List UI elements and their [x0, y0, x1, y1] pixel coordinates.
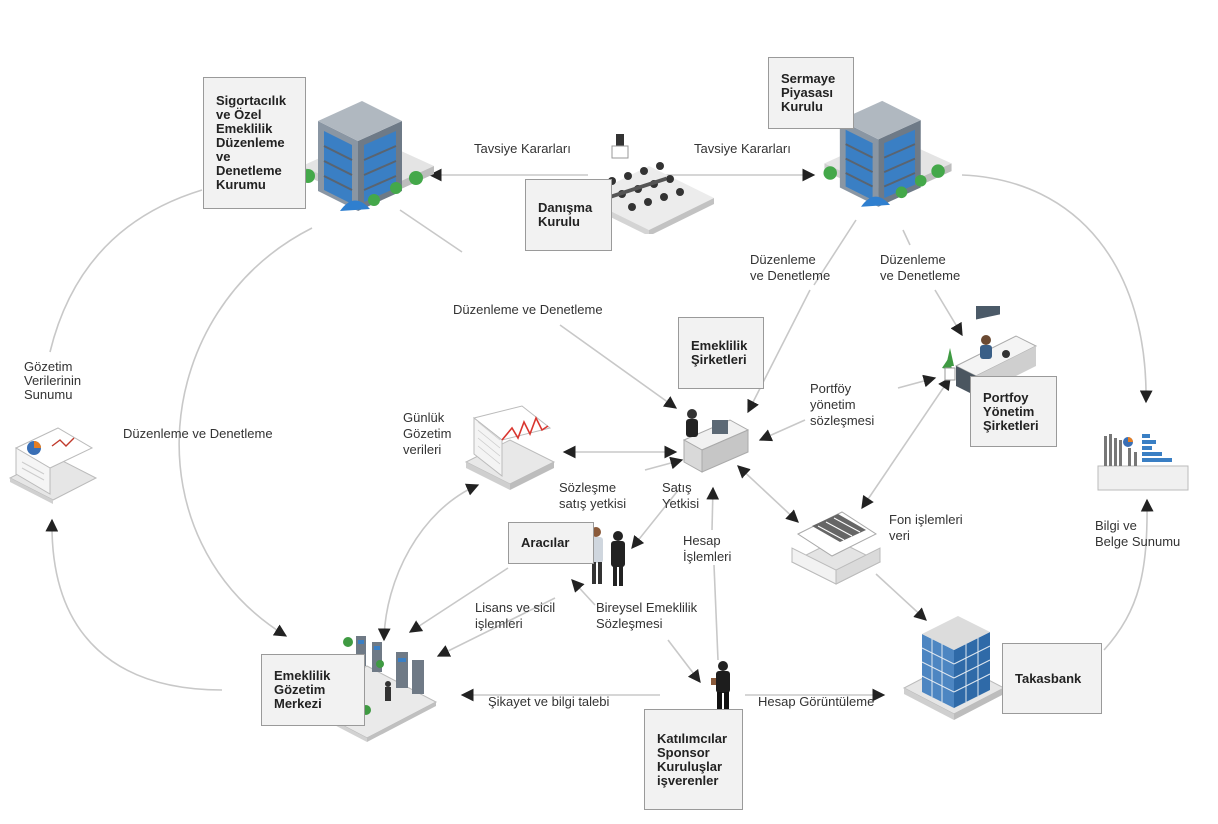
office-building-icon — [301, 101, 434, 211]
arrow-fon-takasbank — [875, 573, 927, 621]
node-takasbank: Takasbank — [1002, 643, 1102, 714]
node-katilimcilar: Katılımcılar Sponsor Kuruluşlar işverenl… — [644, 709, 743, 810]
label-bireysel: Bireysel Emeklilik Sözleşmesi — [596, 600, 698, 631]
label-tavsiye-right: Tavsiye Kararları — [694, 141, 791, 156]
node-egm: Emeklilik Gözetim Merkezi — [261, 654, 365, 726]
arrow-spk-portfoy — [902, 229, 962, 335]
arrow-gunluk-egm — [377, 483, 480, 642]
label-duzenleme-spk-right: Düzenleme ve Denetleme — [880, 252, 961, 283]
line-hesap-islemleri — [713, 564, 719, 661]
arrow-satis-yetkisi — [631, 487, 681, 549]
node-portfoy-label: Portfoy Yönetim Şirketleri — [983, 389, 1039, 433]
glass-tower-icon — [902, 616, 1006, 720]
arrow-hesap-islemleri — [706, 486, 720, 531]
arrow-emeklilik-fon — [737, 465, 799, 523]
label-portfoy-sozlesme: Portföy yönetim sözleşmesi — [810, 381, 875, 428]
node-danisma: Danışma Kurulu — [525, 179, 612, 251]
chart-document-icon — [464, 405, 556, 490]
node-aracilar: Aracılar — [508, 522, 594, 564]
arrow-portfoy-emeklilik — [758, 419, 806, 442]
node-aracilar-label: Aracılar — [521, 535, 570, 550]
label-gunluk: Günlük Gözetim verileri — [403, 410, 452, 457]
label-hesap-goruntuleme: Hesap Görüntüleme — [758, 694, 875, 709]
conference-room-icon — [584, 134, 714, 234]
line-portfoy-sozlesme — [897, 374, 937, 389]
label-hesap-islemleri: Hesap İşlemleri — [683, 533, 732, 564]
label-sikayet: Şikayet ve bilgi talebi — [488, 694, 610, 709]
label-sozlesme-satis: Sözleşme satış yetkisi — [559, 480, 627, 511]
node-emeklilik-sirketleri: Emeklilik Şirketleri — [678, 317, 764, 389]
arrow-takasbank-bilgi — [1103, 498, 1154, 651]
node-takasbank-label: Takasbank — [1015, 670, 1082, 686]
line-outer-left — [49, 189, 203, 353]
arrow-sedk-emeklilik — [399, 209, 676, 408]
node-sedk-label: Sigortacılık ve Özel Emeklilik Düzenleme… — [216, 93, 287, 192]
node-danisma-label: Danışma Kurulu — [538, 200, 593, 229]
arrow-sedk-egm — [178, 227, 313, 637]
node-spk: Sermaye Piyasası Kurulu — [768, 57, 854, 129]
node-katilimcilar-label: Katılımcılar Sponsor Kuruluşlar işverenl… — [657, 730, 728, 788]
label-duzenleme-spk-left: Düzenleme ve Denetleme — [750, 252, 831, 283]
label-duzenleme-left: Düzenleme ve Denetleme — [123, 426, 273, 441]
node-egm-label: Emeklilik Gözetim Merkezi — [274, 668, 331, 711]
arrow-spk-emeklilik — [748, 219, 857, 412]
businessman-icon — [711, 661, 730, 710]
arrow-bireysel-aracilar — [571, 579, 596, 606]
document-stack-icon — [790, 511, 882, 585]
node-spk-label: Sermaye Piyasası Kurulu — [781, 71, 836, 114]
label-lisans: Lisans ve sicil işlemleri — [475, 600, 556, 631]
line-sozlesme-satis — [644, 456, 684, 471]
node-emeklilik-sirketleri-label: Emeklilik Şirketleri — [691, 338, 748, 367]
bar-report-icon — [1097, 434, 1189, 491]
label-duzenleme-center: Düzenleme ve Denetleme — [453, 302, 603, 317]
node-sedk: Sigortacılık ve Özel Emeklilik Düzenleme… — [203, 77, 306, 209]
office-worker-desk-icon — [682, 409, 750, 473]
arrow-egm-gozetim — [45, 518, 223, 691]
arrow-portfoy-fon — [861, 376, 951, 510]
label-gozetim-verileri: Gözetim Verilerinin Sunumu — [24, 359, 82, 402]
label-tavsiye-left: Tavsiye Kararları — [474, 141, 571, 156]
office-building-icon — [823, 100, 952, 207]
arrow-bireysel — [667, 639, 701, 684]
arrow-spk-bilgi — [961, 174, 1153, 404]
label-satis-yetkisi: Satış Yetkisi — [662, 480, 700, 511]
label-bilgi-belge: Bilgi ve Belge Sunumu — [1095, 518, 1181, 549]
label-fon-islemleri: Fon işlemleri veri — [889, 512, 963, 543]
node-portfoy: Portfoy Yönetim Şirketleri — [970, 376, 1057, 447]
report-stack-icon — [8, 427, 98, 504]
arrow-lisans-bottom — [436, 597, 556, 657]
